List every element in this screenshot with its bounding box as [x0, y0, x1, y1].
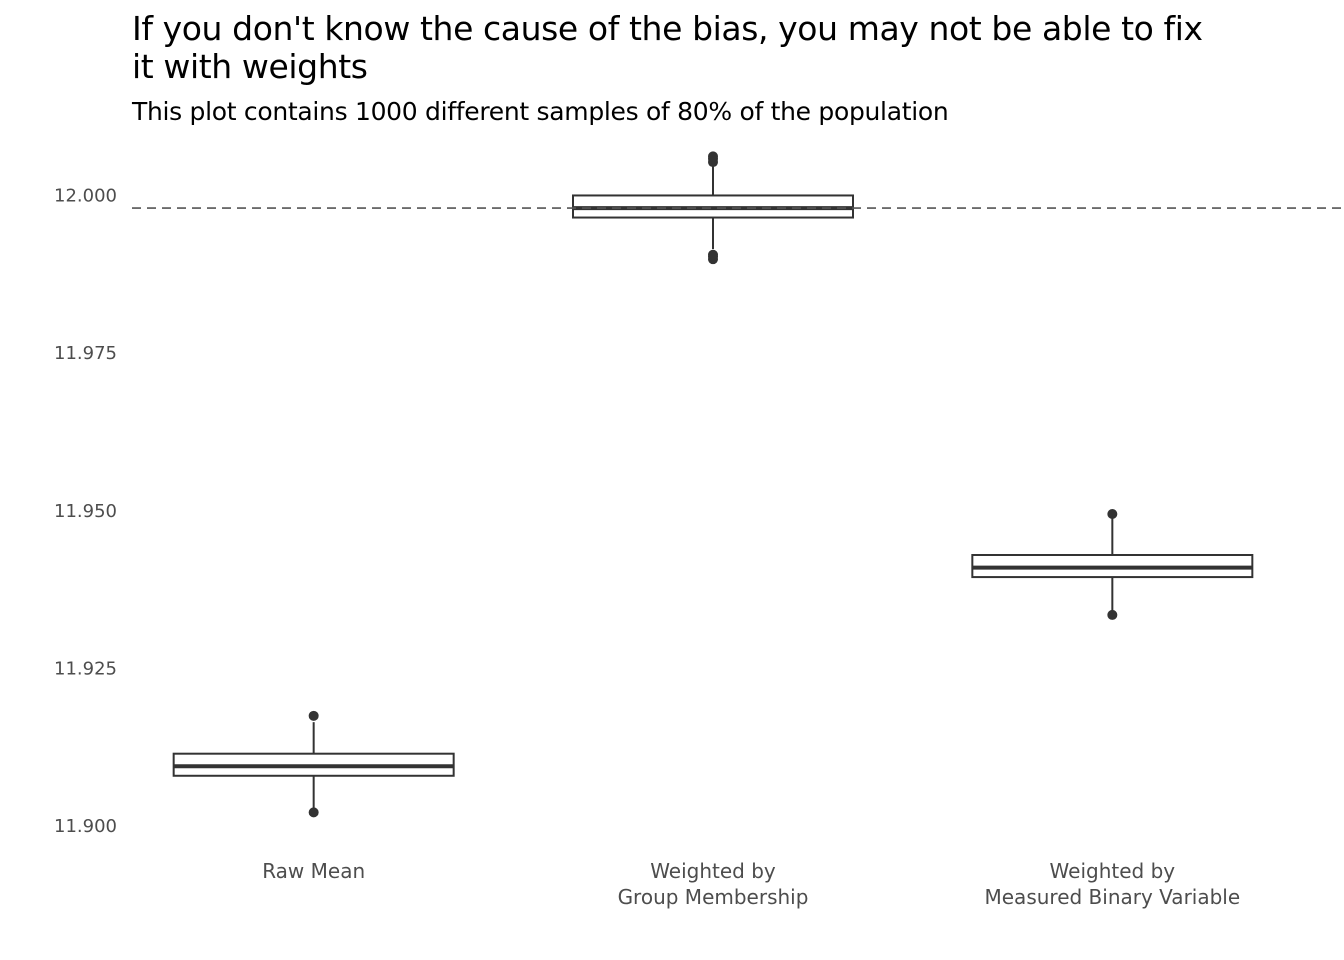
y-tick-label: 11.900 — [54, 816, 117, 837]
y-tick-label: 11.925 — [54, 659, 117, 680]
outlier-point — [708, 151, 718, 162]
outlier-point — [308, 710, 319, 721]
x-category-label: Raw Mean — [262, 859, 365, 883]
y-tick-label: 12.000 — [54, 185, 117, 206]
outlier-point — [708, 249, 718, 260]
y-tick-label: 11.975 — [54, 343, 117, 364]
outlier-point — [1107, 609, 1118, 620]
chart-title: If you don't know the cause of the bias,… — [132, 9, 1203, 86]
box-group — [971, 509, 1254, 620]
outlier-point — [1107, 509, 1118, 519]
chart-subtitle: This plot contains 1000 different sample… — [132, 97, 949, 126]
outlier-point — [308, 807, 319, 818]
y-tick-label: 11.950 — [54, 501, 117, 522]
box-group — [172, 710, 455, 818]
